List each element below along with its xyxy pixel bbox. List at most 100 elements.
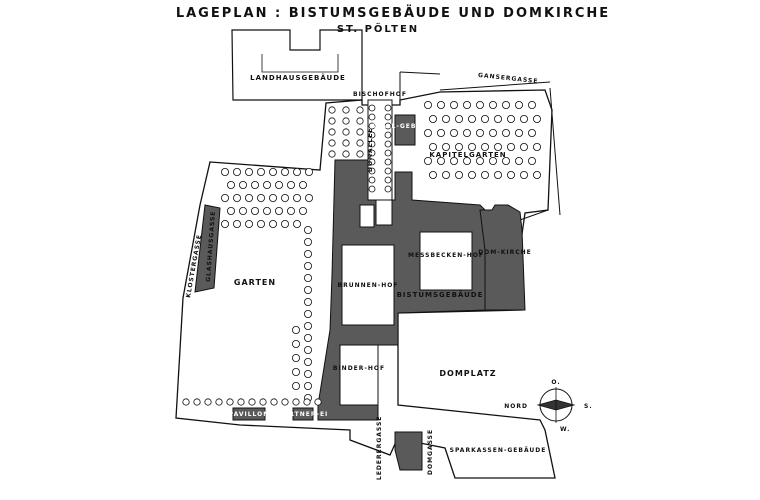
- tree-symbol: [520, 142, 529, 151]
- tree-symbol: [291, 325, 300, 334]
- tree-symbol: [303, 285, 312, 294]
- tree-symbol: [274, 180, 283, 189]
- tree-symbol: [488, 101, 497, 110]
- map-subtitle: ST. PÖLTEN: [337, 21, 419, 35]
- tree-symbol: [298, 180, 307, 189]
- tree-symbol: [384, 122, 392, 130]
- tree-symbol: [368, 113, 376, 121]
- tree-symbol: [226, 180, 235, 189]
- label-domkirche: DOM-KIRCHE: [478, 249, 532, 256]
- tree-symbol: [428, 170, 437, 179]
- tree-symbol: [244, 219, 253, 228]
- tree-symbol: [262, 180, 271, 189]
- tree-symbol: [467, 115, 476, 124]
- tree-symbol: [303, 237, 312, 246]
- tree-symbol: [328, 128, 336, 136]
- tree-symbol: [303, 357, 312, 366]
- tree-symbol: [475, 128, 484, 137]
- tree-symbol: [226, 206, 235, 215]
- tree-symbol: [292, 398, 300, 406]
- compass-north: NORD: [504, 403, 528, 410]
- tree-symbol: [356, 117, 364, 125]
- tree-symbol: [342, 150, 350, 158]
- compass-east: O.: [551, 379, 560, 386]
- tree-symbol: [423, 156, 432, 165]
- label-binderhof: BINDER-HOF: [333, 365, 385, 372]
- tree-symbol: [303, 381, 312, 390]
- tree-symbol: [384, 167, 392, 175]
- tree-symbol: [501, 156, 510, 165]
- map-title: LAGEPLAN : BISTUMSGEBÄUDE UND DOMKIRCHE: [176, 5, 610, 21]
- label-kapitelgarten: KAPITELGARTEN: [429, 151, 506, 159]
- tree-symbol: [342, 128, 350, 136]
- tree-symbol: [291, 353, 300, 362]
- tree-symbol: [356, 150, 364, 158]
- tree-symbol: [533, 142, 542, 151]
- tree-symbol: [259, 398, 267, 406]
- tree-symbol: [220, 219, 229, 228]
- tree-symbol: [368, 185, 376, 193]
- tree-symbol: [303, 333, 312, 342]
- tree-symbol: [244, 193, 253, 202]
- compass-rose: NORD S. O. W.: [504, 379, 593, 433]
- tree-symbol: [232, 193, 241, 202]
- tree-symbol: [193, 398, 201, 406]
- tree-symbol: [449, 101, 458, 110]
- tree-symbol: [356, 139, 364, 147]
- tree-symbol: [480, 142, 489, 151]
- tree-symbol: [475, 156, 484, 165]
- tree-symbol: [215, 398, 223, 406]
- tree-symbol: [281, 398, 289, 406]
- tree-symbol: [454, 142, 463, 151]
- courtyards: [339, 194, 473, 406]
- tree-symbol: [342, 106, 350, 114]
- tree-symbol: [528, 128, 537, 137]
- tree-symbol: [356, 128, 364, 136]
- tree-symbol: [384, 131, 392, 139]
- tree-symbol: [467, 170, 476, 179]
- label-garten: GARTEN: [234, 278, 276, 287]
- tree-symbol: [244, 167, 253, 176]
- tree-symbol: [291, 339, 300, 348]
- tree-symbol: [268, 219, 277, 228]
- tree-symbol: [256, 219, 265, 228]
- label-stallgebaeude: STALL-GEBÄUDE: [371, 123, 439, 130]
- tree-symbol: [449, 156, 458, 165]
- tree-symbol: [292, 167, 301, 176]
- tree-symbol: [533, 115, 542, 124]
- label-brunnenhof: BRUNNEN-HOF: [338, 282, 399, 289]
- tree-symbol: [384, 158, 392, 166]
- tree-symbol: [232, 219, 241, 228]
- tree-symbol: [368, 158, 376, 166]
- tree-symbol: [528, 101, 537, 110]
- tree-symbol: [291, 381, 300, 390]
- tree-symbol: [501, 128, 510, 137]
- tree-symbol: [493, 170, 502, 179]
- tree-symbol: [226, 398, 234, 406]
- label-landhaus: LANDHAUSGEBÄUDE: [250, 73, 346, 82]
- tree-symbol: [488, 156, 497, 165]
- tree-symbol: [515, 128, 524, 137]
- tree-symbol: [314, 398, 322, 406]
- label-gansergasse: GANSERGASSE: [478, 72, 539, 85]
- tree-symbol: [292, 219, 301, 228]
- tree-symbol: [368, 122, 376, 130]
- tree-symbol: [286, 206, 295, 215]
- tree-symbol: [291, 367, 300, 376]
- compass-south: S.: [584, 403, 593, 410]
- label-bischofhof: BISCHOFHOF: [353, 91, 407, 98]
- label-gaertnerei: GÄRTNER-EI: [278, 411, 329, 418]
- tree-symbol: [220, 167, 229, 176]
- tree-symbol: [493, 142, 502, 151]
- tree-symbol: [303, 261, 312, 270]
- tree-symbol: [384, 185, 392, 193]
- tree-symbol: [303, 273, 312, 282]
- tree-symbol: [268, 193, 277, 202]
- tree-symbol: [368, 176, 376, 184]
- tree-symbol: [250, 206, 259, 215]
- tree-symbol: [204, 398, 212, 406]
- tree-symbol: [342, 139, 350, 147]
- tree-symbol: [428, 142, 437, 151]
- tree-symbol: [423, 128, 432, 137]
- tree-symbol: [286, 180, 295, 189]
